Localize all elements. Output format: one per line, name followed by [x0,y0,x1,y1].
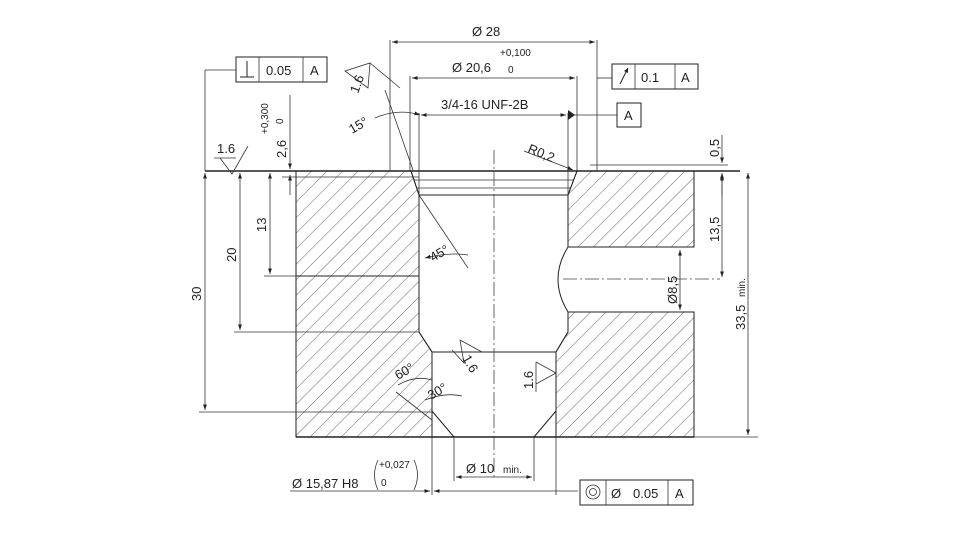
fcf-perpendicularity-value: 0.05 [266,63,291,78]
dim-20: 20 [224,248,239,262]
dim-radius: R0,2 [526,141,557,165]
dim-2-6: 2,6 [274,140,289,158]
dim-2-6-tol-lower: 0 [275,118,286,124]
fcf-runout-datum: A [681,70,690,85]
fcf-concentricity-diameter: Ø [611,486,621,501]
datum-feature-a: A [568,102,642,128]
fcf-concentricity-value: 0.05 [633,486,658,501]
dim-dia-28: Ø 28 [472,24,500,39]
dim-dia-10: Ø 10 [466,461,494,476]
dim-30: 30 [189,287,204,301]
dim-dia-15-87: Ø 15,87 H8 [292,476,359,491]
fcf-runout-value: 0.1 [641,70,659,85]
dim-dia-15-87-tol-upper: +0,027 [379,460,410,471]
dim-dia-20-6-tol-upper: +0,100 [500,48,531,59]
dim-dia-8-5: Ø8,5 [665,276,680,304]
chamfer-right [555,331,569,353]
fcf-runout: 0.1 A [597,63,699,90]
right-body-upper-hatch [567,170,695,248]
perpendicularity-icon [240,61,254,78]
dim-13: 13 [254,218,269,232]
dim-dia-10-suffix: min. [503,465,522,476]
dim-2-6-tol-upper: +0,300 [260,103,271,134]
surface-finish-bore-bottom: 1.6 [451,339,483,375]
angle-15: 15° [346,114,371,137]
dim-0-5: 0,5 [707,139,722,157]
concentricity-icon [585,484,601,500]
left-body-hatch [295,170,433,438]
part-section [205,150,740,478]
runout-icon [619,67,629,85]
fcf-concentricity-datum: A [675,486,684,501]
dimension-lines [199,40,758,495]
dim-33-5-suffix: min. [737,278,748,297]
dim-thread: 3/4-16 UNF-2B [441,97,528,112]
dim-33-5: 33,5 [733,305,748,330]
dim-dia-20-6: Ø 20,6 [452,60,491,75]
fcf-perpendicularity-datum: A [310,63,319,78]
surface-finish-counterbore: 1.6 [344,62,401,95]
datum-label: A [624,108,633,123]
surface-finish-bore-side-value: 1.6 [521,371,536,389]
fcf-perpendicularity: 0.05 A [204,56,328,171]
bore-outline [410,170,578,196]
surface-finish-bore-side: 1.6 [521,361,557,392]
surface-finish-counterbore-value: 1.6 [347,73,367,95]
surface-finish-top-left: 1.6 [214,141,249,175]
right-body-lower-hatch [555,311,695,438]
tol-paren-right [413,459,418,491]
bottom-cone [431,410,557,438]
dim-dia-15-87-tol-lower: 0 [381,478,387,489]
fcf-concentricity: Ø 0.05 A [579,479,694,506]
dim-dia-20-6-tol-lower: 0 [508,65,514,76]
dim-13-5: 13,5 [707,217,722,242]
angle-45: 45° [427,242,452,265]
tol-paren-left [374,459,379,491]
cross-drill-intersection [557,246,569,313]
chamfer-left [418,331,433,353]
surface-finish-top-left-value: 1.6 [217,141,235,156]
